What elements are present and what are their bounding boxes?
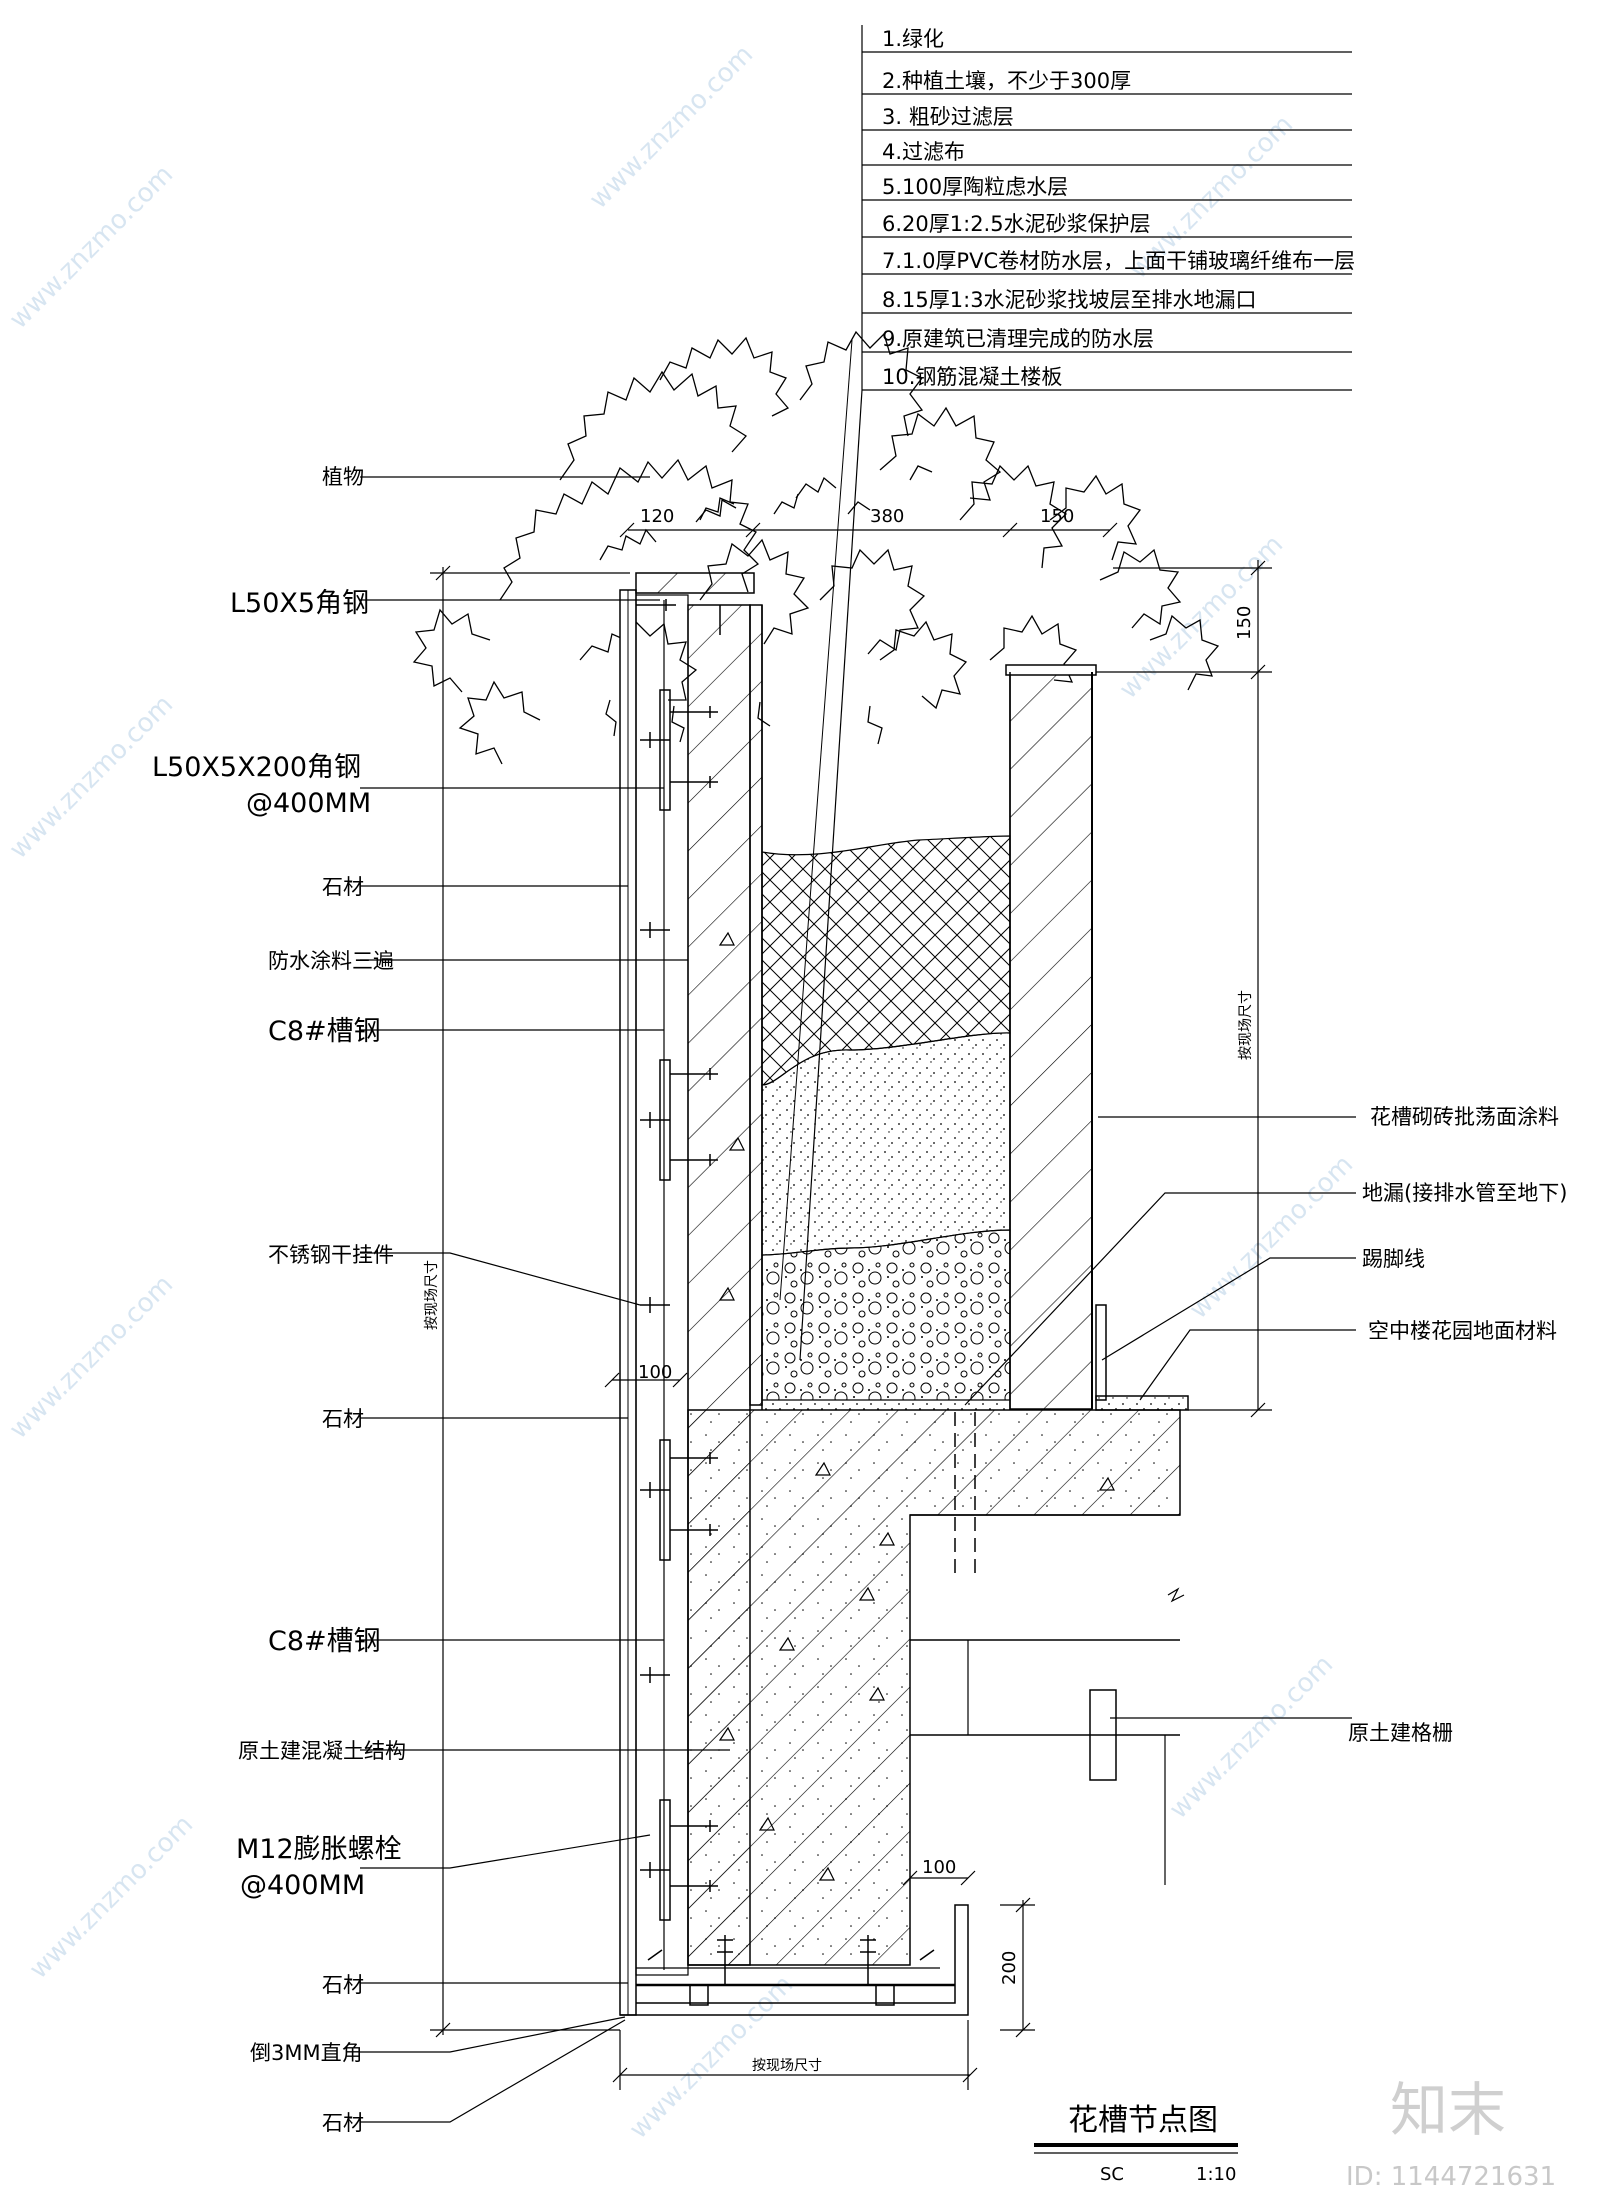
title-block: 花槽节点图 SC 1:10 <box>1034 2103 1238 2185</box>
right-leaders <box>964 1116 1356 1719</box>
label-stone-4: 石材 <box>322 2111 364 2135</box>
dimensions <box>430 522 1272 2090</box>
watermark-text-5: www.znzmo.com <box>1114 530 1289 705</box>
dimension-labels: 120 380 150 150 100 100 200 按现场尺寸 按现场尺寸 … <box>424 506 1255 2074</box>
label-waterproof-coating: 防水涂料三遍 <box>268 949 394 973</box>
layer-notes: 1.绿化 2.种植土壤，不少于300厚 3. 粗砂过滤层 4.过滤布 5.100… <box>779 25 1355 1361</box>
plant-foliage <box>412 330 1220 765</box>
sand-layer <box>761 1032 1011 1256</box>
drawing-title: 花槽节点图 <box>1068 2103 1218 2138</box>
ceramsite-layer <box>761 1229 1011 1401</box>
label-angle-steel: L50X5角钢 <box>230 588 369 619</box>
left-leaders <box>360 476 730 2123</box>
watermark-text-6: www.znzmo.com <box>4 1270 179 1445</box>
label-floor-drain: 地漏(接排水管至地下) <box>1362 1181 1567 1205</box>
layer-note-5: 5.100厚陶粒虑水层 <box>882 175 1068 199</box>
watermark-text-7: www.znzmo.com <box>1184 1150 1359 1325</box>
steel-brackets <box>636 599 721 1921</box>
dim-380: 380 <box>870 506 904 527</box>
label-concrete-structure: 原土建混凝土结构 <box>238 1739 406 1763</box>
drawing-scale: 1:10 <box>1196 2164 1236 2185</box>
label-stainless-hanger: 不锈钢干挂件 <box>268 1243 394 1267</box>
watermark-text-1: www.znzmo.com <box>4 160 179 335</box>
label-stone-3: 石材 <box>322 1973 364 1997</box>
watermark-text-8: www.znzmo.com <box>24 1810 199 1985</box>
dim-120: 120 <box>640 506 674 527</box>
watermark-text-9: www.znzmo.com <box>1164 1650 1339 1825</box>
layer-note-9: 9.原建筑已清理完成的防水层 <box>882 327 1154 351</box>
layer-note-8: 8.15厚1:3水泥砂浆找坡层至排水地漏口 <box>882 288 1257 312</box>
label-floor-material: 空中楼花园地面材料 <box>1368 1319 1557 1343</box>
brand-logo: 知末 <box>1390 2076 1506 2144</box>
planter-brick-wall <box>1009 671 1093 1410</box>
label-channel-steel-2: C8#槽钢 <box>268 1626 381 1657</box>
label-expansion-bolt: M12膨胀螺栓 <box>236 1834 402 1865</box>
layer-note-10: 10.钢筋混凝土楼板 <box>882 365 1062 389</box>
brand-id: ID: 1144721631 <box>1346 2162 1556 2192</box>
label-stone-1: 石材 <box>322 875 364 899</box>
dim-site-right: 按现场尺寸 <box>1238 990 1254 1060</box>
label-angle-steel-200: L50X5X200角钢 <box>152 752 361 783</box>
watermark-text-2: www.znzmo.com <box>584 40 759 215</box>
label-channel-steel-1: C8#槽钢 <box>268 1016 381 1047</box>
left-labels: 植物 L50X5角钢 L50X5X200角钢 @400MM 石材 防水涂料三遍 … <box>152 465 406 2135</box>
dim-100-bottom: 100 <box>922 1857 956 1878</box>
layer-note-6: 6.20厚1:2.5水泥砂浆保护层 <box>882 212 1151 236</box>
grille-opening <box>1089 1689 1117 1781</box>
dim-100-left: 100 <box>638 1362 672 1383</box>
label-chamfer: 倒3MM直角 <box>250 2041 363 2065</box>
label-skirting: 踢脚线 <box>1362 1247 1425 1271</box>
right-labels: 花槽砌砖批荡面涂料 地漏(接排水管至地下) 踢脚线 空中楼花园地面材料 原土建格… <box>1348 1105 1567 1745</box>
drawing-code: SC <box>1100 2164 1124 2185</box>
label-bolt-spacing: @400MM <box>240 1870 365 1901</box>
layer-note-7: 7.1.0厚PVC卷材防水层，上面干铺玻璃纤维布一层 <box>882 249 1355 273</box>
label-stone-2: 石材 <box>322 1407 364 1431</box>
dim-site-bottom: 按现场尺寸 <box>752 2058 822 2074</box>
layer-note-2: 2.种植土壤，不少于300厚 <box>882 69 1131 93</box>
label-original-grille: 原土建格栅 <box>1348 1721 1453 1745</box>
brand-watermark: 知末 ID: 1144721631 <box>1346 2076 1556 2192</box>
dim-150-vertical: 150 <box>1234 606 1255 640</box>
dim-site-left: 按现场尺寸 <box>424 1260 440 1330</box>
label-plant: 植物 <box>322 465 364 489</box>
layer-note-4: 4.过滤布 <box>882 140 965 164</box>
watermark-layer: www.znzmo.com www.znzmo.com www.znzmo.co… <box>4 40 1359 2145</box>
label-angle-spacing: @400MM <box>246 788 371 819</box>
layer-note-1: 1.绿化 <box>882 27 944 51</box>
dim-200: 200 <box>999 1951 1020 1985</box>
planter-section <box>619 572 1189 2016</box>
label-planter-paint: 花槽砌砖批荡面涂料 <box>1370 1105 1559 1129</box>
dim-150-horizontal: 150 <box>1040 506 1074 527</box>
layer-note-3: 3. 粗砂过滤层 <box>882 105 1014 129</box>
